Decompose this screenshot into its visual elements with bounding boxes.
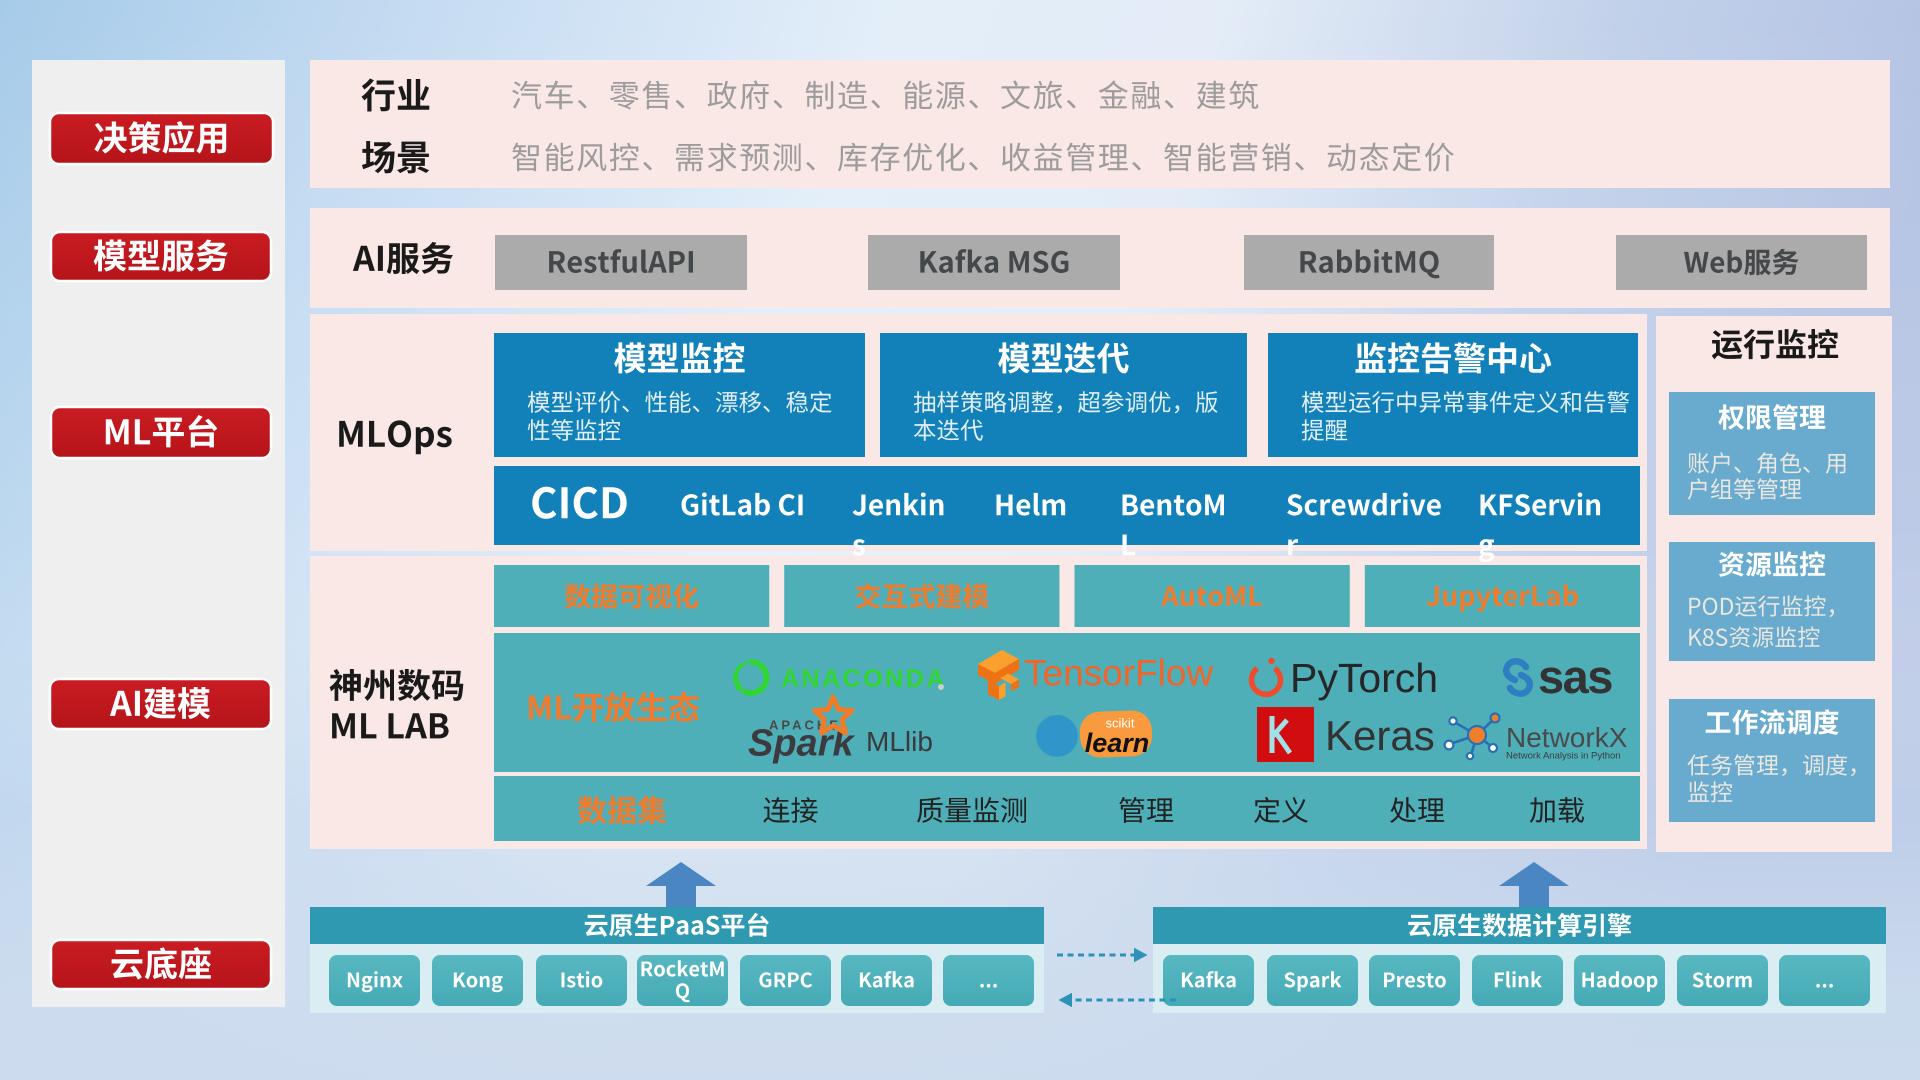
svg-text:scikit: scikit — [1106, 716, 1135, 731]
svg-text:sas: sas — [1538, 650, 1612, 703]
svg-text:TensorFlow: TensorFlow — [1024, 652, 1213, 693]
svg-text:ANACONDA: ANACONDA — [781, 665, 947, 693]
svg-text:Keras: Keras — [1325, 712, 1435, 759]
svg-text:MLlib: MLlib — [866, 726, 933, 757]
svg-text:PyTorch: PyTorch — [1290, 655, 1438, 701]
svg-text:learn: learn — [1085, 728, 1150, 758]
svg-text:Network Analysis in Python: Network Analysis in Python — [1506, 750, 1621, 761]
svg-text:NetworkX: NetworkX — [1506, 722, 1628, 753]
